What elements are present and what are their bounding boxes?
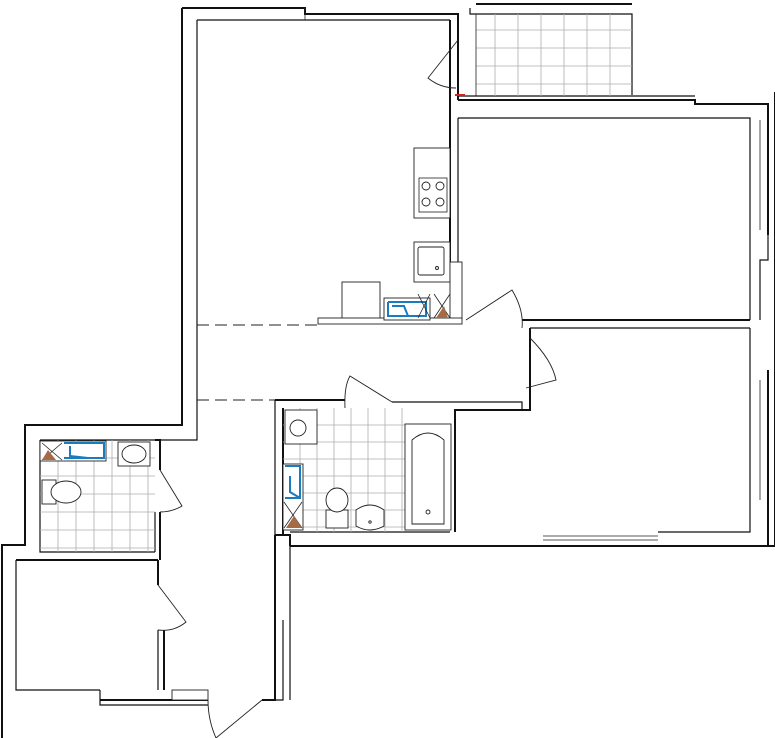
bedroom2-door <box>525 337 557 389</box>
hall-door-bedroom1 <box>465 289 523 329</box>
toilet-icon <box>41 479 82 505</box>
sink-icon <box>417 246 445 276</box>
balcony-door <box>427 39 465 96</box>
stove-icon <box>418 177 448 213</box>
sink-icon <box>355 504 385 531</box>
shower-drain-icon <box>284 409 318 445</box>
sink-icon <box>117 441 151 467</box>
washing-machine-icon <box>282 463 304 531</box>
washing-machine-icon <box>39 440 107 462</box>
kitchen-counter <box>317 147 463 325</box>
balcony-tiles <box>475 14 632 96</box>
bathtub-icon <box>404 423 452 531</box>
washing-machine-icon <box>383 293 451 321</box>
entry-door <box>171 689 263 738</box>
windows <box>304 8 761 541</box>
bedroom3-door <box>157 584 187 631</box>
wc-door <box>159 469 183 513</box>
bathroom-door <box>344 375 393 409</box>
toilet-icon <box>325 487 349 529</box>
exterior-walls <box>1 3 775 738</box>
